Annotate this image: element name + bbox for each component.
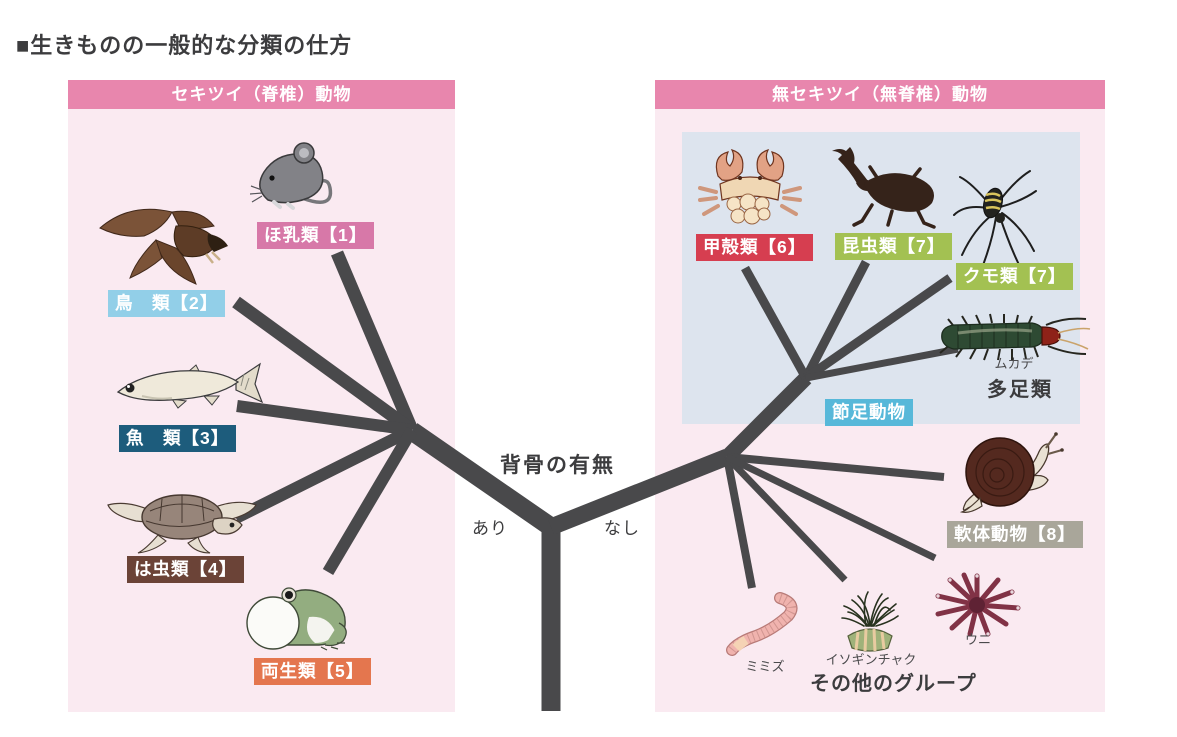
backbone-no-label: なし — [604, 519, 640, 538]
spider-label: クモ類【7】 — [956, 263, 1074, 290]
earthworm-name-label: ミミズ — [745, 659, 785, 674]
mouse-illustration — [250, 142, 333, 210]
sea-urchin-name-label: ウニ — [964, 632, 991, 647]
sea-anemone-illustration — [841, 591, 899, 652]
amphibian-label: 両生類【5】 — [254, 658, 372, 685]
page-title: ■生きものの一般的な分類の仕方 — [16, 33, 353, 58]
insect-label: 昆虫類【7】 — [835, 233, 953, 260]
fish-illustration — [116, 362, 264, 409]
myriapod-label: 多足類 — [987, 379, 1053, 401]
earthworm-illustration — [726, 592, 798, 656]
mammal-label: ほ乳類【1】 — [257, 222, 375, 249]
centipede-name-label: ムカデ — [994, 356, 1034, 371]
sea-anemone-name-label: イソギンチャク — [825, 652, 917, 667]
snail-illustration — [959, 432, 1064, 513]
crustacean-label: 甲殻類【6】 — [696, 234, 814, 261]
arthropod-label: 節足動物 — [825, 399, 913, 426]
bird-label: 鳥 類【2】 — [108, 290, 226, 317]
sea-urchin-illustration — [935, 572, 1021, 637]
other-group-label: その他のグループ — [810, 673, 977, 695]
spider-illustration — [953, 170, 1037, 274]
turtle-illustration — [107, 494, 257, 554]
invertebrate-panel-header: 無セキツイ（無脊椎）動物 — [655, 80, 1105, 109]
mollusk-label: 軟体動物【8】 — [947, 521, 1083, 548]
reptile-label: は虫類【4】 — [127, 556, 245, 583]
hawk-illustration — [99, 208, 228, 285]
frog-illustration — [246, 587, 347, 651]
vertebrate-panel-header: セキツイ（脊椎）動物 — [68, 80, 455, 109]
fish-label: 魚 類【3】 — [119, 425, 237, 452]
crab-illustration — [698, 149, 802, 225]
beetle-illustration — [832, 147, 936, 229]
centipede-illustration — [939, 313, 1091, 361]
backbone-yes-label: あり — [472, 519, 508, 538]
backbone-question-label: 背骨の有無 — [500, 454, 615, 477]
